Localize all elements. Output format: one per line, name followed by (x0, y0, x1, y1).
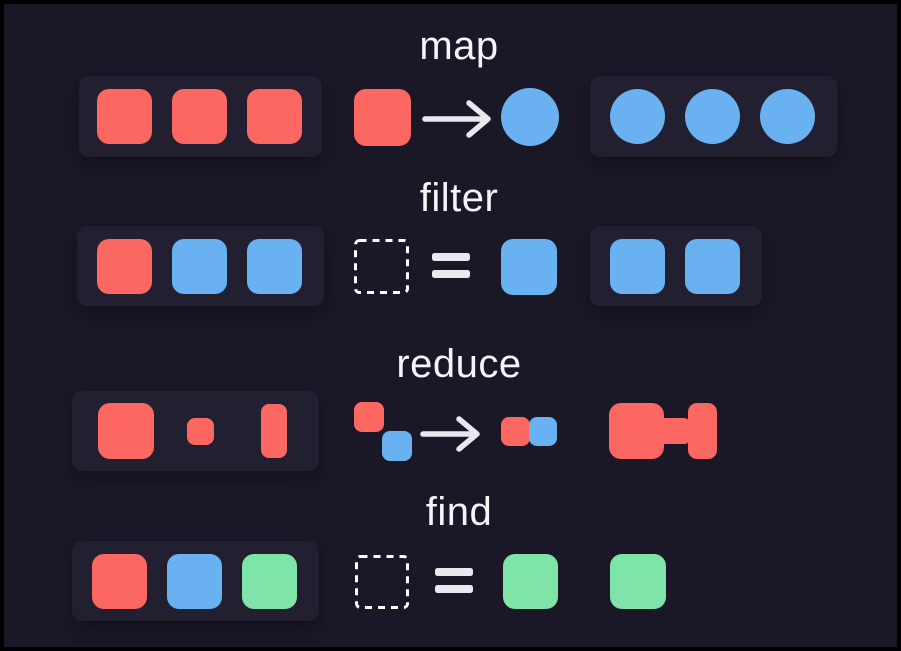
reduce-operand-blue-square-icon (382, 431, 412, 461)
merged-large-square-icon (609, 403, 664, 459)
red-square-icon (172, 89, 227, 144)
equals-bar (435, 568, 473, 576)
filter-match-blue-square-icon (501, 239, 557, 295)
find-output-green-square-icon (610, 554, 666, 609)
red-square-small-icon (187, 418, 214, 445)
green-square-icon (242, 553, 297, 609)
map-operation-output-circle-icon (501, 88, 559, 146)
equals-icon (435, 568, 473, 593)
dashed-placeholder-square-icon (354, 239, 409, 294)
row-title-find: find (425, 490, 493, 534)
blue-circle-icon (760, 89, 815, 144)
blue-square-icon (172, 238, 227, 294)
blue-circle-icon (610, 89, 665, 144)
filter-input-array (77, 226, 324, 306)
equals-icon (432, 253, 470, 278)
reduce-result-blue-square-icon (529, 417, 557, 446)
merged-connector-icon (660, 418, 690, 444)
red-rect-tall-icon (261, 404, 287, 458)
arrow-right-icon (420, 416, 480, 452)
blue-square-icon (685, 238, 740, 294)
red-square-icon (92, 553, 147, 609)
dashed-placeholder-square-icon (355, 555, 409, 609)
red-square-large-icon (98, 403, 154, 459)
find-match-green-square-icon (503, 554, 558, 609)
find-input-array (72, 541, 319, 621)
blue-circle-icon (685, 89, 740, 144)
map-input-array (79, 76, 322, 157)
row-title-reduce: reduce (396, 342, 522, 386)
merged-tall-rect-icon (688, 403, 717, 459)
reduce-operand-red-square-icon (354, 402, 384, 432)
row-title-filter: filter (419, 176, 499, 220)
blue-square-icon (247, 238, 302, 294)
map-output-array (590, 76, 837, 157)
reduce-input-array (72, 391, 319, 471)
red-square-icon (97, 89, 152, 144)
red-square-icon (97, 238, 152, 294)
blue-square-icon (167, 553, 222, 609)
filter-output-array (590, 226, 762, 306)
equals-bar (435, 585, 473, 593)
equals-bar (432, 270, 470, 278)
reduce-result-red-square-icon (501, 417, 530, 446)
blue-square-icon (610, 238, 665, 294)
reduce-output-merged-shape (609, 403, 719, 459)
map-operation-input-square-icon (354, 89, 411, 146)
equals-bar (432, 253, 470, 261)
red-square-icon (247, 89, 302, 144)
arrow-right-icon (422, 100, 491, 138)
row-title-map: map (419, 24, 499, 68)
